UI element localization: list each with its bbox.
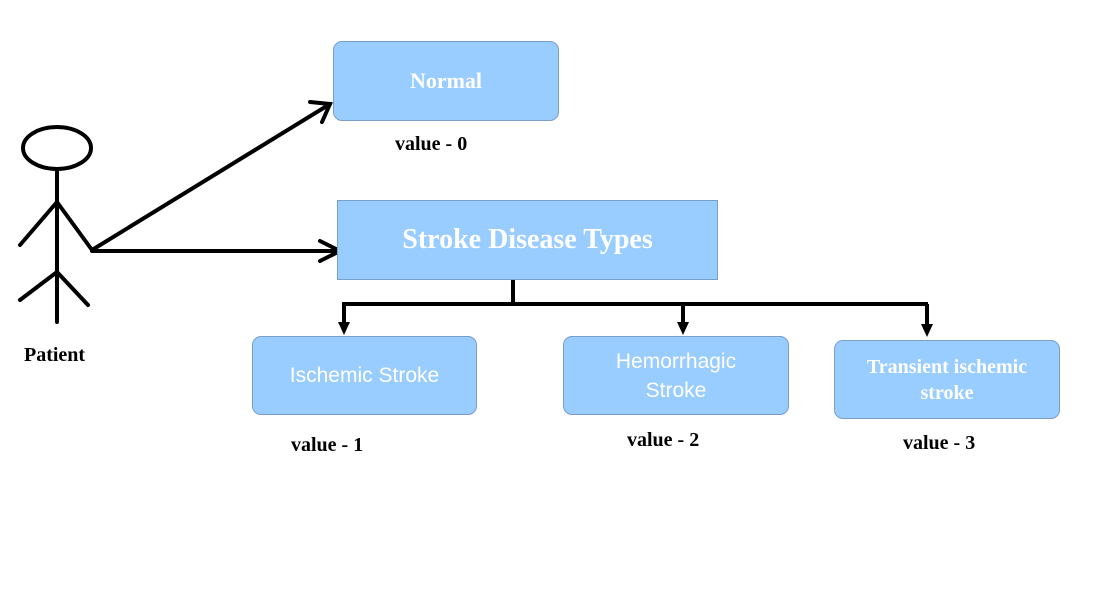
tree-arrowhead-3 (921, 324, 933, 337)
patient-right-leg (55, 270, 90, 307)
hemorrhagic-value-label: value - 2 (627, 429, 700, 451)
hemorrhagic-stroke-label: Hemorrhagic Stroke (615, 349, 737, 402)
ischemic-stroke-label: Ischemic Stroke (289, 363, 440, 387)
arrow-to-normal-head (308, 100, 333, 124)
patient-stick-figure (18, 125, 94, 324)
transient-ischemic-stroke-label: Transient ischemic stroke (866, 355, 1028, 404)
transient-ischemic-stroke-box: Transient ischemic stroke (834, 340, 1060, 419)
transient-value-label: value - 3 (903, 432, 976, 454)
normal-value-label: value - 0 (395, 133, 468, 155)
patient-left-leg (18, 270, 59, 302)
tree-arrowhead-2 (677, 322, 689, 335)
patient-head (21, 125, 93, 171)
tree-arrowhead-1 (338, 322, 350, 335)
normal-box: Normal (333, 41, 559, 121)
patient-right-arm (55, 200, 94, 252)
arrow-to-normal (90, 102, 332, 252)
stroke-types-root-box: Stroke Disease Types (337, 200, 718, 280)
stroke-types-root-label: Stroke Disease Types (402, 224, 653, 255)
normal-box-label: Normal (409, 68, 483, 93)
ischemic-stroke-box: Ischemic Stroke (252, 336, 477, 415)
hemorrhagic-stroke-box: Hemorrhagic Stroke (563, 336, 789, 415)
patient-label: Patient (24, 344, 86, 366)
ischemic-value-label: value - 1 (291, 434, 364, 456)
patient-left-arm (18, 200, 59, 247)
